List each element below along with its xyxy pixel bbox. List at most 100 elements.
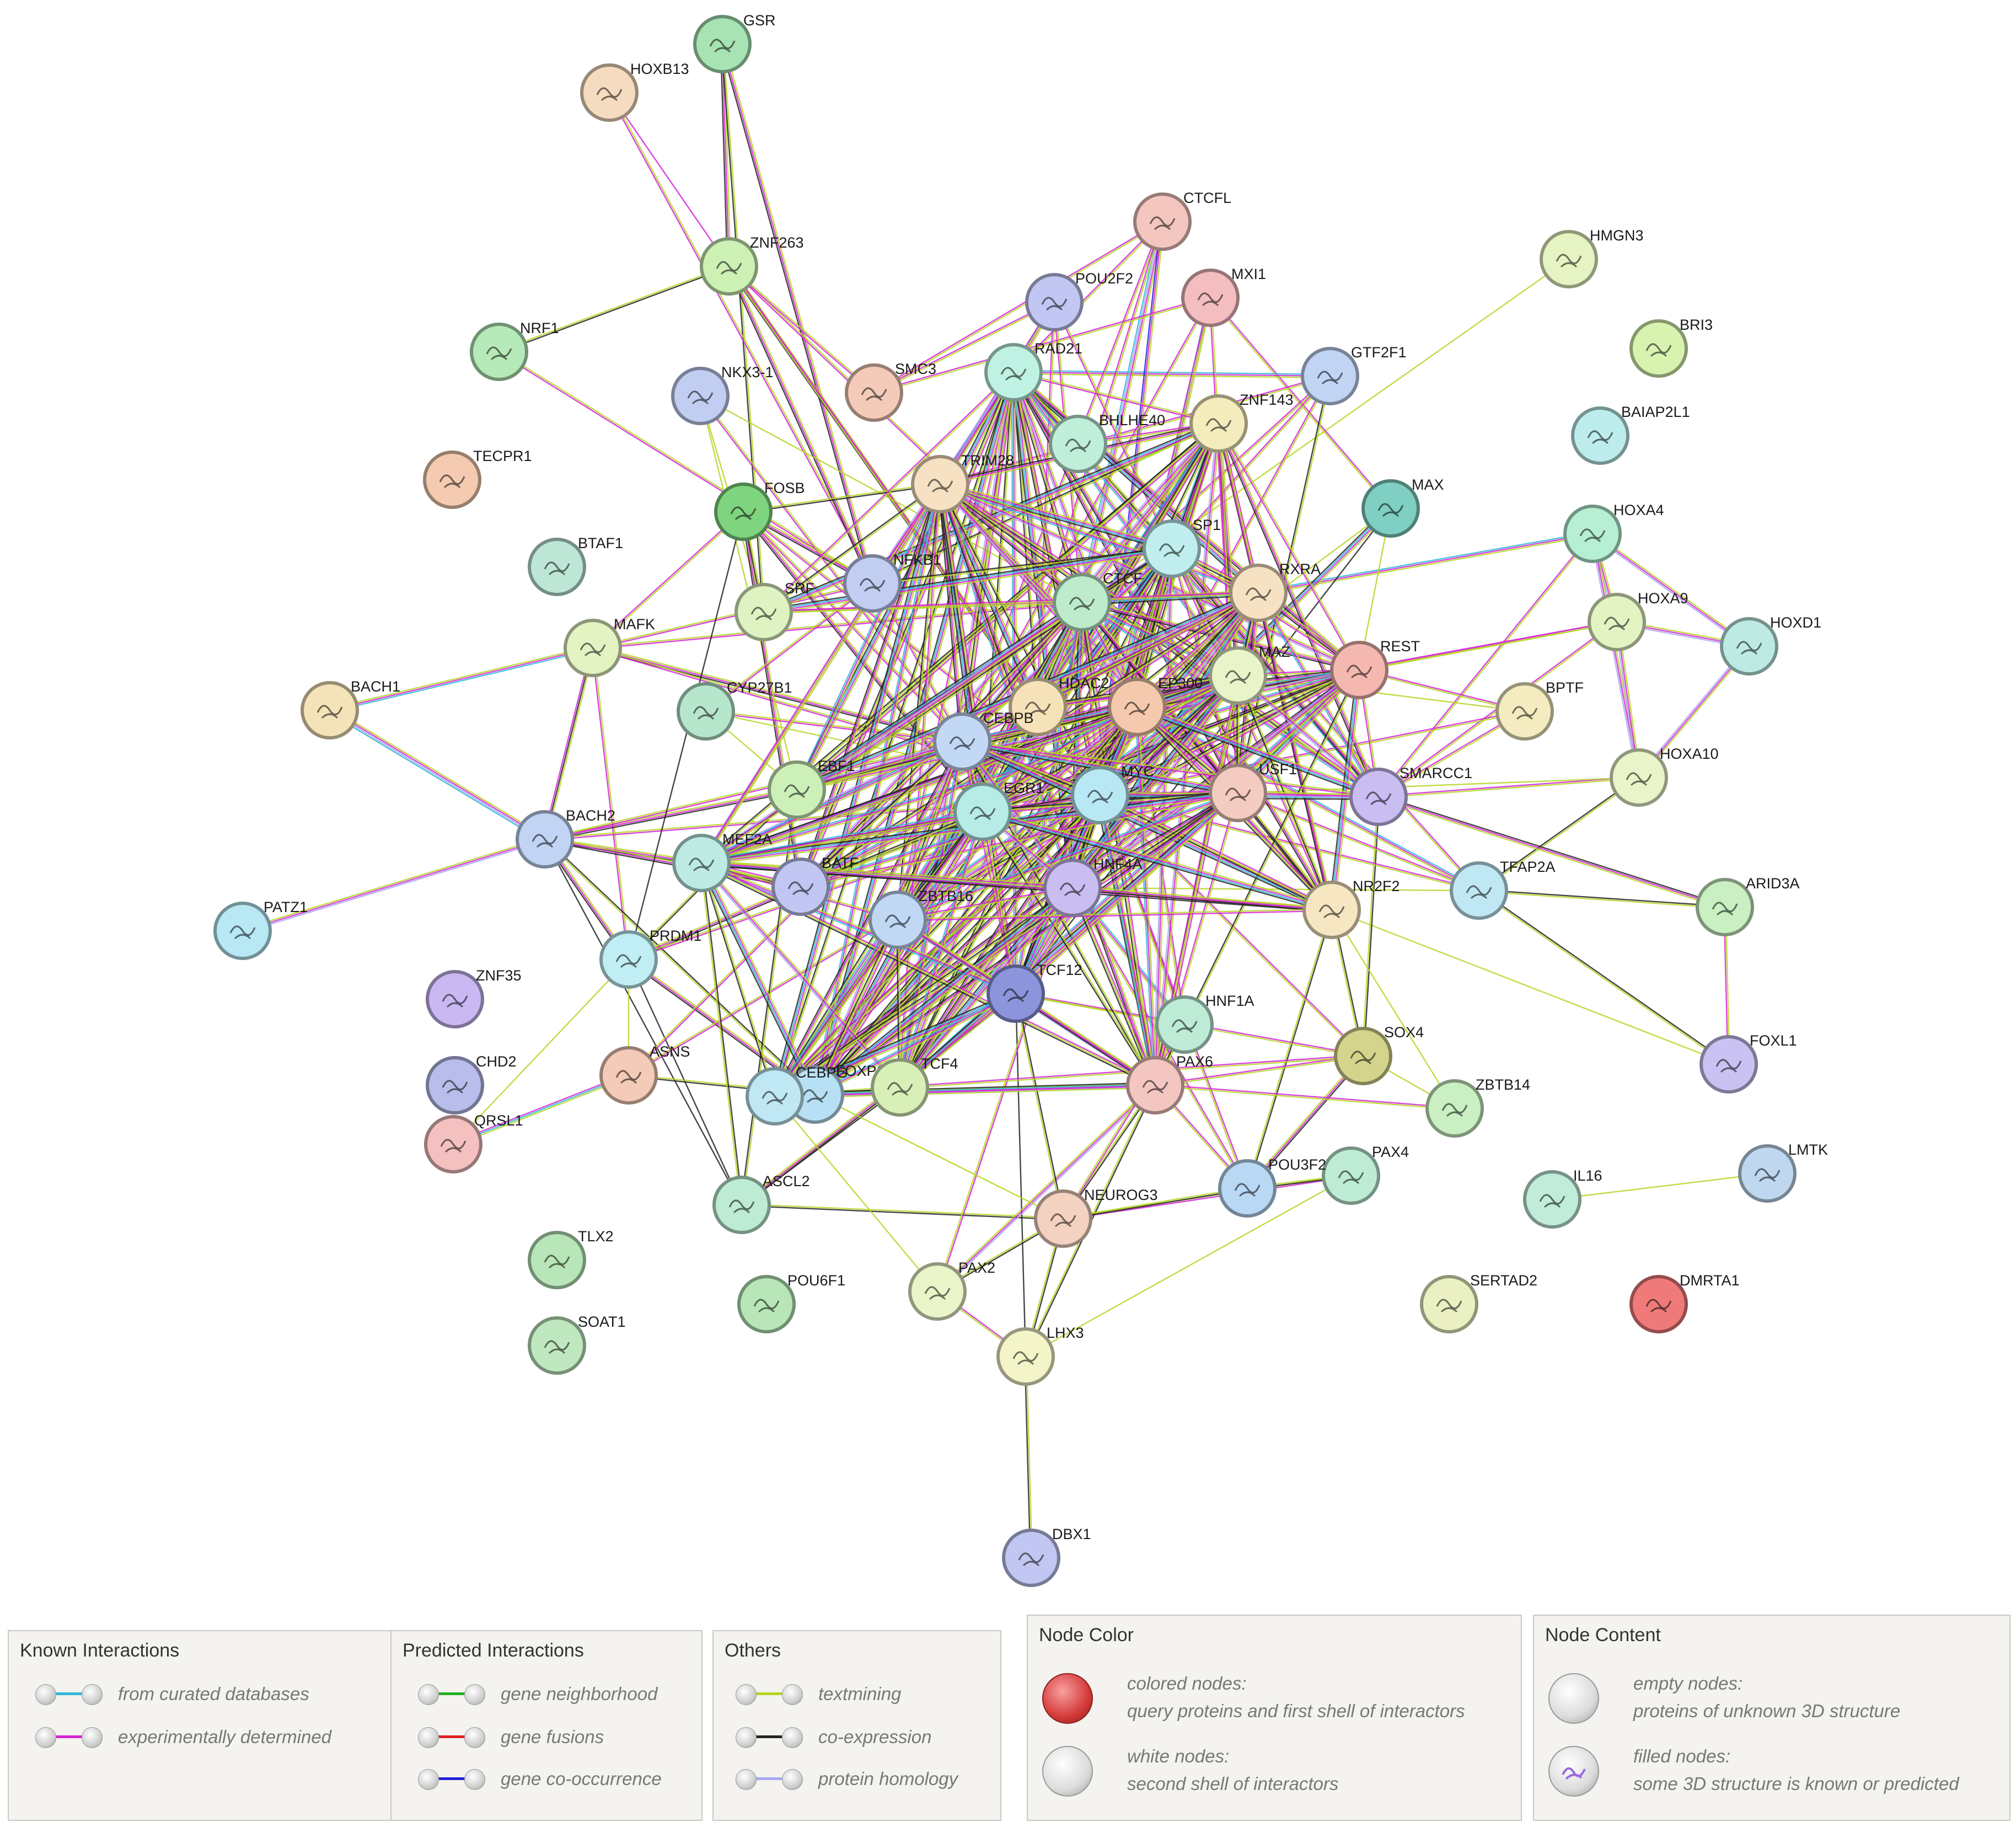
node-neurog3[interactable]: NEUROG3 <box>1034 1187 1158 1248</box>
node-tlx2[interactable]: TLX2 <box>528 1228 614 1289</box>
node-soat1[interactable]: SOAT1 <box>528 1314 626 1375</box>
node-pax2[interactable]: PAX2 <box>908 1259 995 1321</box>
node-nkx3-1[interactable]: NKX3-1 <box>671 364 774 425</box>
node-lhx3[interactable]: LHX3 <box>996 1325 1084 1386</box>
node-rad21[interactable]: RAD21 <box>984 340 1082 401</box>
node-tcf4[interactable]: TCF4 <box>871 1055 958 1117</box>
node-patz1[interactable]: PATZ1 <box>213 899 308 960</box>
node-myc[interactable]: MYC <box>1071 763 1154 824</box>
node-trim28[interactable]: TRIM28 <box>911 452 1014 513</box>
edge-line-homology <box>898 886 1072 1087</box>
node-znf143[interactable]: ZNF143 <box>1189 392 1294 453</box>
node-pou3f2[interactable]: POU3F2 <box>1218 1156 1326 1218</box>
node-hoxb13[interactable]: HOXB13 <box>580 61 689 122</box>
node-ctcfl[interactable]: CTCFL <box>1133 190 1231 251</box>
node-hdac2[interactable]: HDAC2 <box>1009 675 1109 736</box>
node-label: NRF1 <box>520 320 559 336</box>
node-hnf4a[interactable]: HNF4A <box>1043 856 1143 917</box>
node-mafk[interactable]: MAFK <box>564 616 655 677</box>
node-tcf12[interactable]: TCF12 <box>986 962 1082 1023</box>
node-nfkb1[interactable]: NFKB1 <box>843 551 941 613</box>
edge-line-experimental <box>800 791 1238 887</box>
edge-CEBPB-SMARCC1 <box>962 740 1379 798</box>
node-gsr[interactable]: GSR <box>693 12 776 73</box>
node-bri3[interactable]: BRI3 <box>1629 317 1713 378</box>
edge-line-coexpression <box>1136 709 1378 800</box>
node-ascl2[interactable]: ASCL2 <box>712 1173 810 1234</box>
node-smc3[interactable]: SMC3 <box>845 361 936 422</box>
node-usf1[interactable]: USF1 <box>1209 761 1297 822</box>
node-batf[interactable]: BATF <box>771 855 859 916</box>
node-egr1[interactable]: EGR1 <box>953 780 1044 841</box>
edge-line-coexpression <box>1063 1188 1248 1220</box>
node-chd2[interactable]: CHD2 <box>426 1053 517 1114</box>
node-cyp27b1[interactable]: CYP27B1 <box>677 679 792 741</box>
protein-structure-icon <box>709 39 736 53</box>
node-cebpb[interactable]: CEBPB <box>933 710 1034 771</box>
node-pou2f2[interactable]: POU2F2 <box>1025 270 1133 331</box>
node-nr2f2[interactable]: NR2F2 <box>1302 878 1400 939</box>
node-ep300[interactable]: EP300 <box>1108 675 1203 736</box>
node-bach2[interactable]: BACH2 <box>516 807 615 869</box>
node-baiap2l1[interactable]: BAIAP2L1 <box>1571 404 1690 465</box>
node-mef2a[interactable]: MEF2A <box>672 831 772 892</box>
node-pax4[interactable]: PAX4 <box>1322 1144 1409 1205</box>
node-znf263[interactable]: ZNF263 <box>700 234 804 296</box>
edge-line-textmining <box>1014 372 1018 994</box>
node-dmrta1[interactable]: DMRTA1 <box>1629 1272 1740 1333</box>
node-label: TFAP2A <box>1500 859 1556 875</box>
node-label: CTCF <box>1103 570 1143 587</box>
node-hoxa4[interactable]: HOXA4 <box>1563 502 1664 563</box>
node-sp1[interactable]: SP1 <box>1143 517 1221 578</box>
node-arid3a[interactable]: ARID3A <box>1696 875 1800 936</box>
node-lmtk[interactable]: LMTK <box>1738 1141 1828 1203</box>
node-rest[interactable]: REST <box>1330 638 1420 699</box>
node-cebpg[interactable]: CEBPG <box>746 1064 848 1125</box>
node-rxra[interactable]: RXRA <box>1229 561 1321 622</box>
node-bhlhe40[interactable]: BHLHE40 <box>1049 412 1165 473</box>
node-btaf1[interactable]: BTAF1 <box>528 535 623 596</box>
node-hoxa10[interactable]: HOXA10 <box>1610 746 1719 807</box>
node-ebf1[interactable]: EBF1 <box>768 758 855 819</box>
node-mxi1[interactable]: MXI1 <box>1181 266 1266 327</box>
edge-EGR1-PAX6 <box>981 811 1157 1086</box>
node-smarcc1[interactable]: SMARCC1 <box>1349 765 1472 826</box>
node-pou6f1[interactable]: POU6F1 <box>737 1272 845 1333</box>
node-prdm1[interactable]: PRDM1 <box>599 928 702 989</box>
node-max[interactable]: MAX <box>1361 476 1444 538</box>
node-pax6[interactable]: PAX6 <box>1126 1053 1213 1114</box>
node-gtf2f1[interactable]: GTF2F1 <box>1301 344 1407 405</box>
node-il16[interactable]: IL16 <box>1523 1167 1602 1229</box>
node-nrf1[interactable]: NRF1 <box>470 320 559 381</box>
node-bptf[interactable]: BPTF <box>1495 679 1584 741</box>
node-sertad2[interactable]: SERTAD2 <box>1420 1272 1537 1333</box>
edge-line-experimental <box>329 647 593 711</box>
node-hmgn3[interactable]: HMGN3 <box>1540 227 1644 288</box>
legend-node-content: Node Content empty nodes: proteins of un… <box>1533 1615 2010 1821</box>
node-tecpr1[interactable]: TECPR1 <box>423 448 532 509</box>
protein-structure-icon <box>687 390 714 405</box>
node-srf[interactable]: SRF <box>734 580 814 641</box>
node-znf35[interactable]: ZNF35 <box>426 967 522 1028</box>
node-ctcf[interactable]: CTCF <box>1053 570 1143 631</box>
edge-line-experimental <box>940 374 1330 484</box>
node-dbx1[interactable]: DBX1 <box>1002 1526 1091 1587</box>
node-maz[interactable]: MAZ <box>1209 644 1290 705</box>
node-fosb[interactable]: FOSB <box>714 480 805 541</box>
node-zbtb16[interactable]: ZBTB16 <box>868 888 973 949</box>
node-qrsl1[interactable]: QRSL1 <box>424 1112 523 1173</box>
node-foxl1[interactable]: FOXL1 <box>1699 1032 1797 1094</box>
node-asns[interactable]: ASNS <box>599 1043 690 1105</box>
node-zbtb14[interactable]: ZBTB14 <box>1425 1076 1530 1138</box>
node-label: RXRA <box>1279 561 1321 577</box>
protein-structure-icon <box>1159 543 1185 558</box>
node-hoxa9[interactable]: HOXA9 <box>1588 590 1688 651</box>
node-sox4[interactable]: SOX4 <box>1334 1024 1424 1085</box>
edge-line-experimental <box>763 371 1014 612</box>
node-bach1[interactable]: BACH1 <box>301 678 400 739</box>
node-hnf1a[interactable]: HNF1A <box>1155 993 1254 1054</box>
node-hoxd1[interactable]: HOXD1 <box>1720 614 1821 676</box>
node-tfap2a[interactable]: TFAP2A <box>1450 859 1556 920</box>
experimental-swatch <box>52 1735 85 1738</box>
